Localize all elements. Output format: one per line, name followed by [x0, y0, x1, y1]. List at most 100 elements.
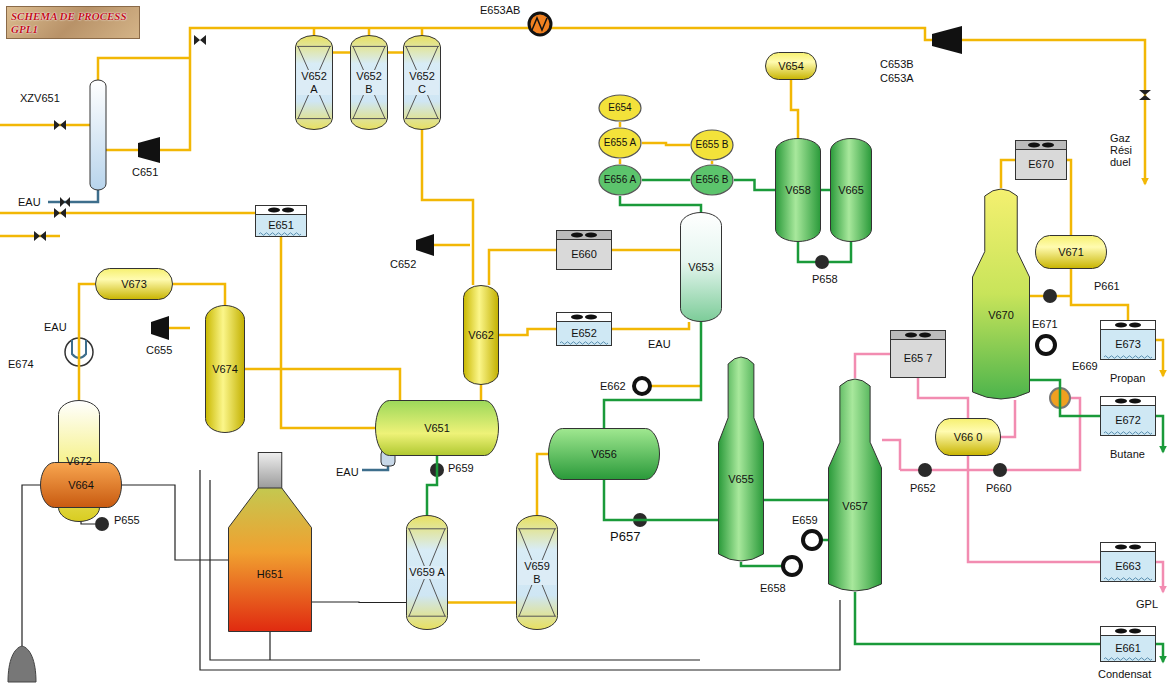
- title-text: SCHEMA DE PROCESS GPL1: [11, 10, 135, 35]
- distillation-column: V670: [972, 188, 1030, 400]
- pipe-part: [79, 53, 1128, 645]
- pipe-line: [642, 179, 690, 182]
- valve-symbol: [1139, 90, 1151, 100]
- equipment-tag: V673: [120, 278, 148, 290]
- equipment-tag: V657: [841, 500, 869, 512]
- exchanger-symbol: [529, 13, 551, 35]
- valve-symbol: [54, 208, 66, 218]
- compressor-symbol: [138, 137, 160, 163]
- heat-exchanger: E654: [598, 94, 642, 122]
- valve-symbol: [34, 231, 46, 241]
- pipe-line: [79, 284, 95, 400]
- gas-pipe: [160, 28, 932, 150]
- equipment-tag: V664: [67, 479, 95, 491]
- fuel-line: [22, 485, 40, 646]
- equipment-tag: V653: [687, 261, 715, 273]
- tag-label: E659: [792, 514, 818, 526]
- equipment-tag: E65 7: [903, 352, 934, 364]
- heat-exchanger: E656 B: [690, 164, 734, 196]
- pipe-line: [480, 385, 483, 400]
- tag-label: C653A: [880, 72, 914, 84]
- tag-label: P655: [114, 514, 140, 526]
- pipe-line: [312, 601, 406, 603]
- equipment-tag: V659 A: [408, 566, 445, 578]
- horizontal-drum: V651: [375, 400, 499, 456]
- equipment-tag: E673: [1114, 338, 1142, 350]
- equipment-tag: E655 B: [695, 140, 730, 151]
- equipment-tag: E660: [570, 248, 598, 260]
- equipment-tag: E655 A: [603, 138, 637, 149]
- tag-label: EAU: [44, 321, 67, 333]
- pipe-line: [791, 80, 798, 138]
- fuel-line: [269, 632, 270, 660]
- gas-pipe: [1156, 340, 1163, 376]
- reactor-vessel: V652 C: [403, 35, 441, 130]
- gas-pipe: [0, 124, 90, 127]
- distillation-column-outline: [828, 378, 882, 592]
- tag-label: P659: [448, 462, 474, 474]
- liquid-pipe: [741, 242, 1163, 662]
- pipe-line: [173, 284, 225, 305]
- air-cooler: E663: [1100, 542, 1156, 582]
- liquid-pipe: [741, 562, 782, 566]
- gas-pipe: [962, 40, 1145, 184]
- pipe-line: [281, 237, 375, 428]
- air-cooler: E673: [1100, 320, 1156, 360]
- pipe-line: [1001, 160, 1015, 188]
- tag-label: E658: [760, 582, 786, 594]
- tag-label: P657: [610, 530, 640, 544]
- reactor-vessel: V659 B: [516, 515, 558, 630]
- horizontal-drum: V664: [40, 462, 122, 508]
- fin-fan-cooler: E660: [556, 230, 612, 270]
- equipment-tag: E661: [1114, 642, 1142, 654]
- reactor-vessel: V659 A: [406, 515, 448, 630]
- gas-pipe: [169, 327, 190, 330]
- tag-label: C653B: [880, 58, 914, 70]
- pipe-line: [620, 196, 701, 212]
- exchanger-symbol: [532, 18, 547, 30]
- furnace-outline: [228, 452, 312, 632]
- liquid-pipe: [1156, 644, 1163, 662]
- distillation-column: V655: [718, 356, 764, 562]
- gas-pipe: [0, 212, 255, 215]
- equipment-tag: V670: [987, 309, 1015, 321]
- distillation-column-outline: [972, 188, 1030, 400]
- pump-symbol: [815, 255, 829, 269]
- tag-label: E674: [8, 358, 34, 370]
- fin-fan-cooler: E65 7: [890, 330, 946, 378]
- tag-label: Condensat: [1098, 668, 1151, 680]
- equipment-tag: V652 A: [297, 70, 331, 94]
- pipe-line: [333, 51, 350, 54]
- horizontal-drum: V671: [1035, 235, 1107, 269]
- equipment-tag: V658: [784, 184, 812, 196]
- pipe-line: [619, 122, 622, 127]
- equipment-tag: V652 B: [352, 70, 386, 94]
- compressor-symbol: [138, 26, 962, 340]
- air-cooler: E672: [1100, 396, 1156, 436]
- exchanger-symbol: [783, 557, 801, 575]
- tag-label: XZV651: [20, 92, 60, 104]
- tag-label: EAU: [18, 196, 41, 208]
- pipe-line: [1071, 269, 1128, 320]
- pump-symbol: [95, 517, 109, 531]
- equipment-tag: V671: [1057, 246, 1085, 258]
- tag-label: P660: [986, 482, 1012, 494]
- exchanger-symbol: [634, 378, 650, 394]
- tag-label: C652: [390, 258, 416, 270]
- exchanger-symbol: [65, 13, 1070, 575]
- gas-pipe: [434, 244, 470, 247]
- tag-label: P658: [812, 273, 838, 285]
- pipe-line: [711, 161, 714, 164]
- pipe-line: [1030, 380, 1100, 416]
- pipe-line: [499, 329, 556, 335]
- pump-symbol: [918, 463, 932, 477]
- equipment-tag: E654: [607, 103, 632, 114]
- pipe-line: [388, 51, 403, 54]
- tag-label: P652: [910, 482, 936, 494]
- knockout-drum: [90, 80, 106, 190]
- equipment-tag: E651: [267, 219, 295, 231]
- distillation-column-outline: [718, 356, 764, 562]
- pipe-line: [734, 180, 775, 190]
- pipe-line: [489, 250, 556, 285]
